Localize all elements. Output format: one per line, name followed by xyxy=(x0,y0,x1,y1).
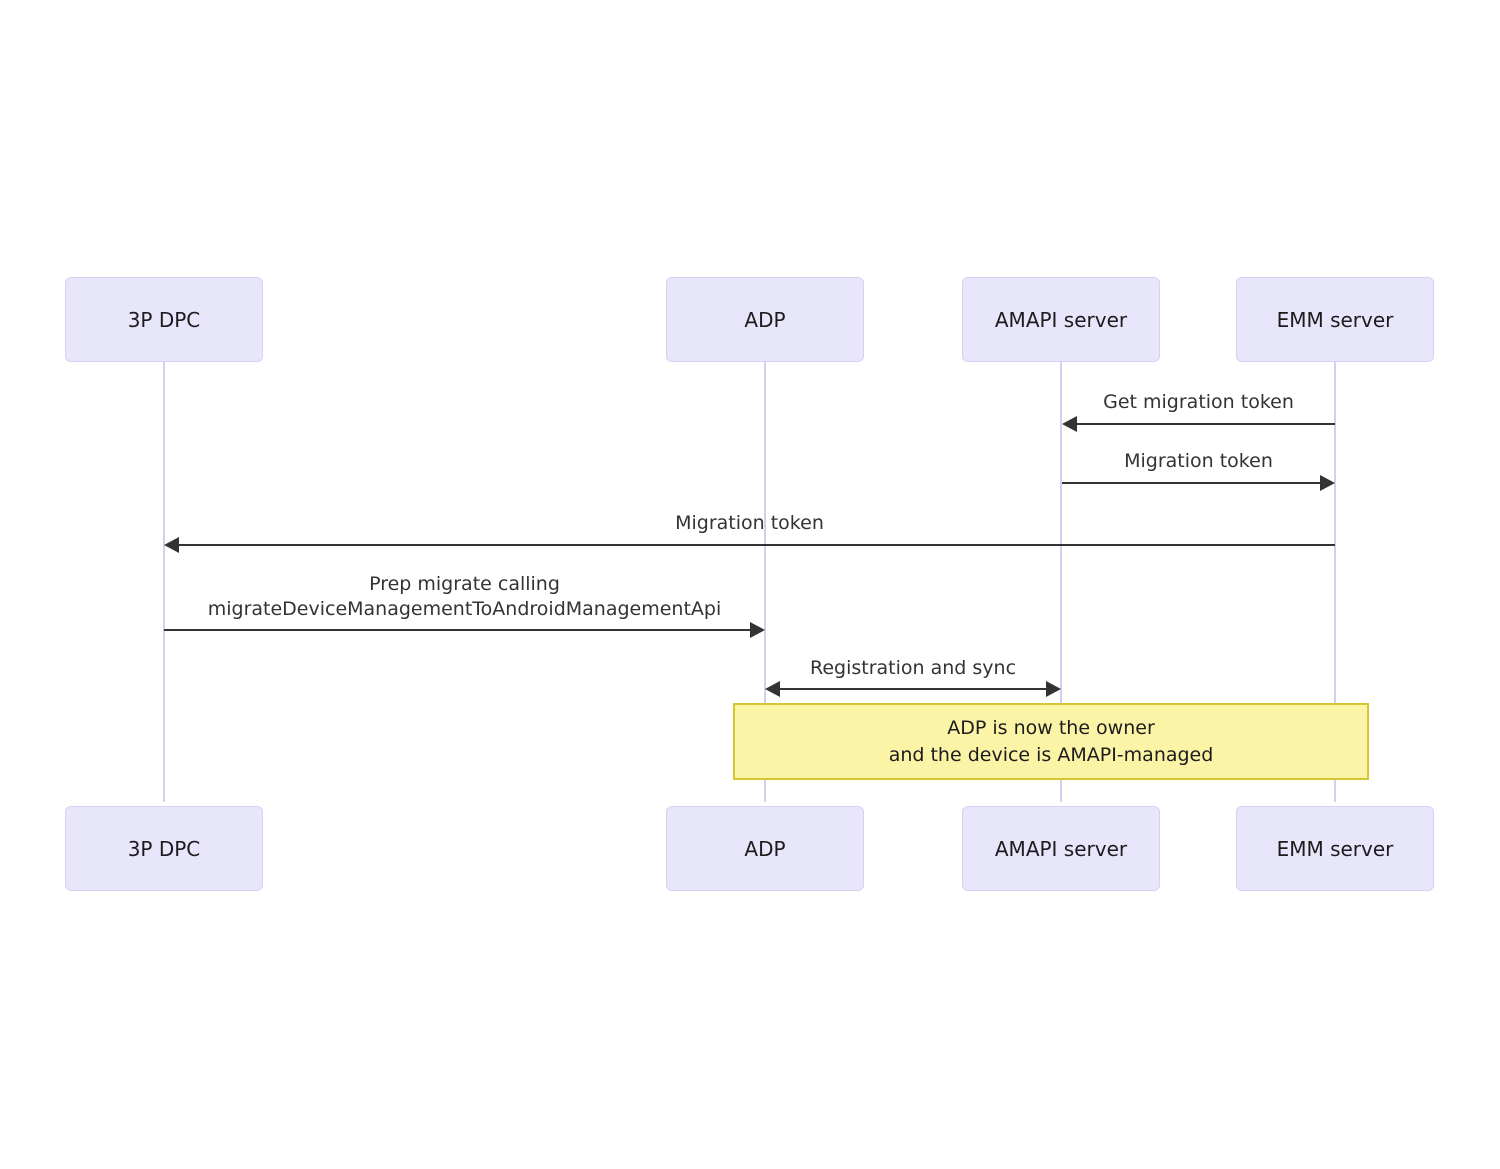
participant-amapi-server-bottom[interactable]: AMAPI server xyxy=(962,806,1160,891)
message-line xyxy=(773,688,1053,690)
participant-3p-dpc-bottom[interactable]: 3P DPC xyxy=(65,806,263,891)
lifeline-amapi xyxy=(1060,362,1062,802)
message-line xyxy=(1070,423,1335,425)
arrowhead-left-icon xyxy=(765,681,780,697)
participant-3p-dpc-top[interactable]: 3P DPC xyxy=(65,277,263,362)
participant-label: AMAPI server xyxy=(994,307,1128,332)
participant-emm-server-bottom[interactable]: EMM server xyxy=(1236,806,1434,891)
note-adp-owner: ADP is now the owner and the device is A… xyxy=(733,703,1369,780)
participant-amapi-server-top[interactable]: AMAPI server xyxy=(962,277,1160,362)
message-line xyxy=(1062,482,1327,484)
participant-label: EMM server xyxy=(1276,307,1394,332)
message-label-line-2: migrateDeviceManagementToAndroidManageme… xyxy=(207,598,722,620)
lifeline-adp xyxy=(764,362,766,802)
participant-label: 3P DPC xyxy=(127,307,201,332)
message-label: Registration and sync xyxy=(809,657,1017,679)
participant-label: 3P DPC xyxy=(127,836,201,861)
arrowhead-right-icon xyxy=(1320,475,1335,491)
arrowhead-right-icon xyxy=(750,622,765,638)
lifeline-3p-dpc xyxy=(163,362,165,802)
arrowhead-left-icon xyxy=(1062,416,1077,432)
message-label: Migration token xyxy=(675,512,824,534)
participant-label: EMM server xyxy=(1276,836,1394,861)
arrowhead-right-icon xyxy=(1046,681,1061,697)
message-label-line-1: Prep migrate calling xyxy=(369,573,560,595)
participant-emm-server-top[interactable]: EMM server xyxy=(1236,277,1434,362)
participant-label: AMAPI server xyxy=(994,836,1128,861)
participant-label: ADP xyxy=(744,836,786,861)
participant-adp-bottom[interactable]: ADP xyxy=(666,806,864,891)
participant-adp-top[interactable]: ADP xyxy=(666,277,864,362)
note-text: ADP is now the owner and the device is A… xyxy=(888,716,1214,766)
message-line xyxy=(172,544,1335,546)
message-label: Migration token xyxy=(1124,450,1273,472)
lifeline-emm xyxy=(1334,362,1336,802)
arrowhead-left-icon xyxy=(164,537,179,553)
message-label: Get migration token xyxy=(1103,391,1294,413)
message-line xyxy=(164,629,757,631)
participant-label: ADP xyxy=(744,307,786,332)
